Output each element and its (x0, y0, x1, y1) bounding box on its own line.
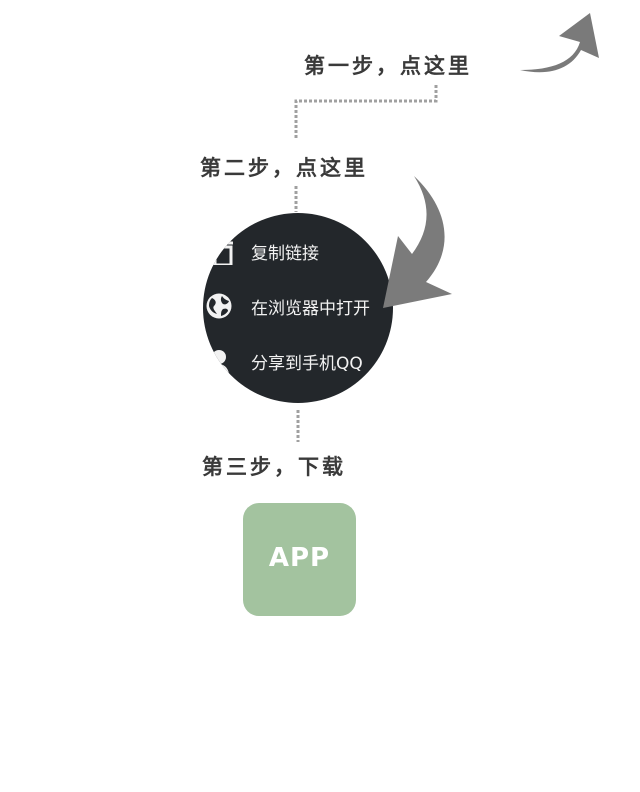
step-3-instruction: 第三步，下载 (202, 454, 346, 479)
menu-item-open-in-browser[interactable]: 在浏览器中打开 (203, 285, 393, 325)
step-1-instruction: 第一步，点这里 (304, 53, 472, 78)
copy-icon (213, 241, 233, 265)
globe-icon (206, 293, 232, 319)
step-2-instruction: 第二步，点这里 (200, 155, 368, 180)
menu-item-label: 复制链接 (251, 244, 319, 264)
curved-arrow-up-icon (520, 13, 599, 73)
share-menu-circle: 复制链接 在浏览器中打开 分享到手机QQ (203, 213, 393, 403)
menu-item-label: 分享到手机QQ (251, 354, 363, 374)
user-icon (209, 350, 229, 374)
menu-item-label: 在浏览器中打开 (251, 299, 370, 319)
menu-item-copy-link[interactable]: 复制链接 (203, 230, 393, 270)
app-download-icon[interactable]: APP (243, 503, 356, 616)
menu-item-share-qq[interactable]: 分享到手机QQ (203, 340, 393, 380)
curved-arrow-down-icon (383, 176, 452, 308)
app-label: APP (268, 543, 331, 573)
dotted-connector-1 (294, 85, 438, 138)
